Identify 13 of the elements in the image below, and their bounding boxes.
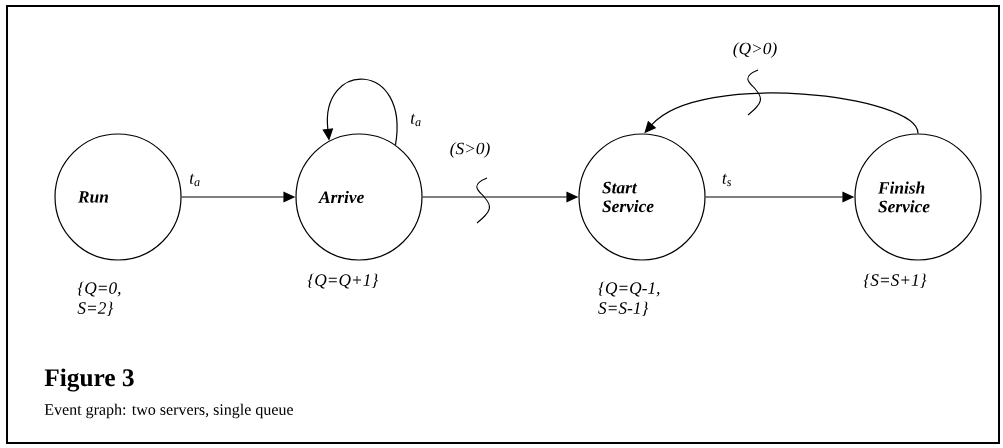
figure-title: Figure 3 bbox=[44, 368, 134, 392]
edge-label: t$_{a}$ bbox=[187, 172, 203, 188]
caption: Event graph: two servers, single queue bbox=[44, 403, 293, 419]
edge-label: (Q>0) bbox=[731, 40, 779, 60]
edge-label: t$_{a}$ bbox=[408, 112, 424, 128]
edge-label: (S>0) bbox=[448, 140, 492, 160]
state-change: {Q=Q+1} bbox=[307, 273, 379, 289]
state-change: {S=S+1} bbox=[863, 273, 927, 289]
arrow bbox=[322, 78, 398, 146]
arrow bbox=[644, 69, 919, 134]
state-change: {Q=0, S=2} bbox=[77, 281, 121, 317]
edge-label: t$_{s}$ bbox=[720, 172, 734, 188]
state-change: {Q=Q-1, S=S-1} bbox=[598, 281, 660, 317]
